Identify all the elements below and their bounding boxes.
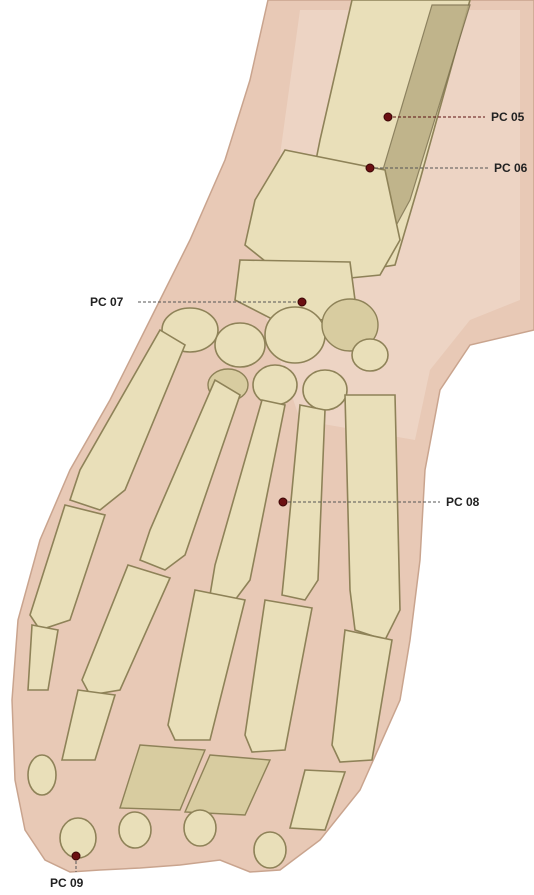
- label-pc05: PC 05: [491, 110, 524, 124]
- acupoint-pc09-marker[interactable]: [72, 852, 80, 860]
- acupoint-pc07-marker[interactable]: [298, 298, 306, 306]
- label-pc07: PC 07: [90, 295, 123, 309]
- acupoint-pc08-marker[interactable]: [279, 498, 287, 506]
- acupoint-pc05-marker[interactable]: [384, 113, 392, 121]
- label-pc06: PC 06: [494, 161, 527, 175]
- label-pc09: PC 09: [50, 876, 83, 890]
- label-pc08: PC 08: [446, 495, 479, 509]
- acupoint-pc06-marker[interactable]: [366, 164, 374, 172]
